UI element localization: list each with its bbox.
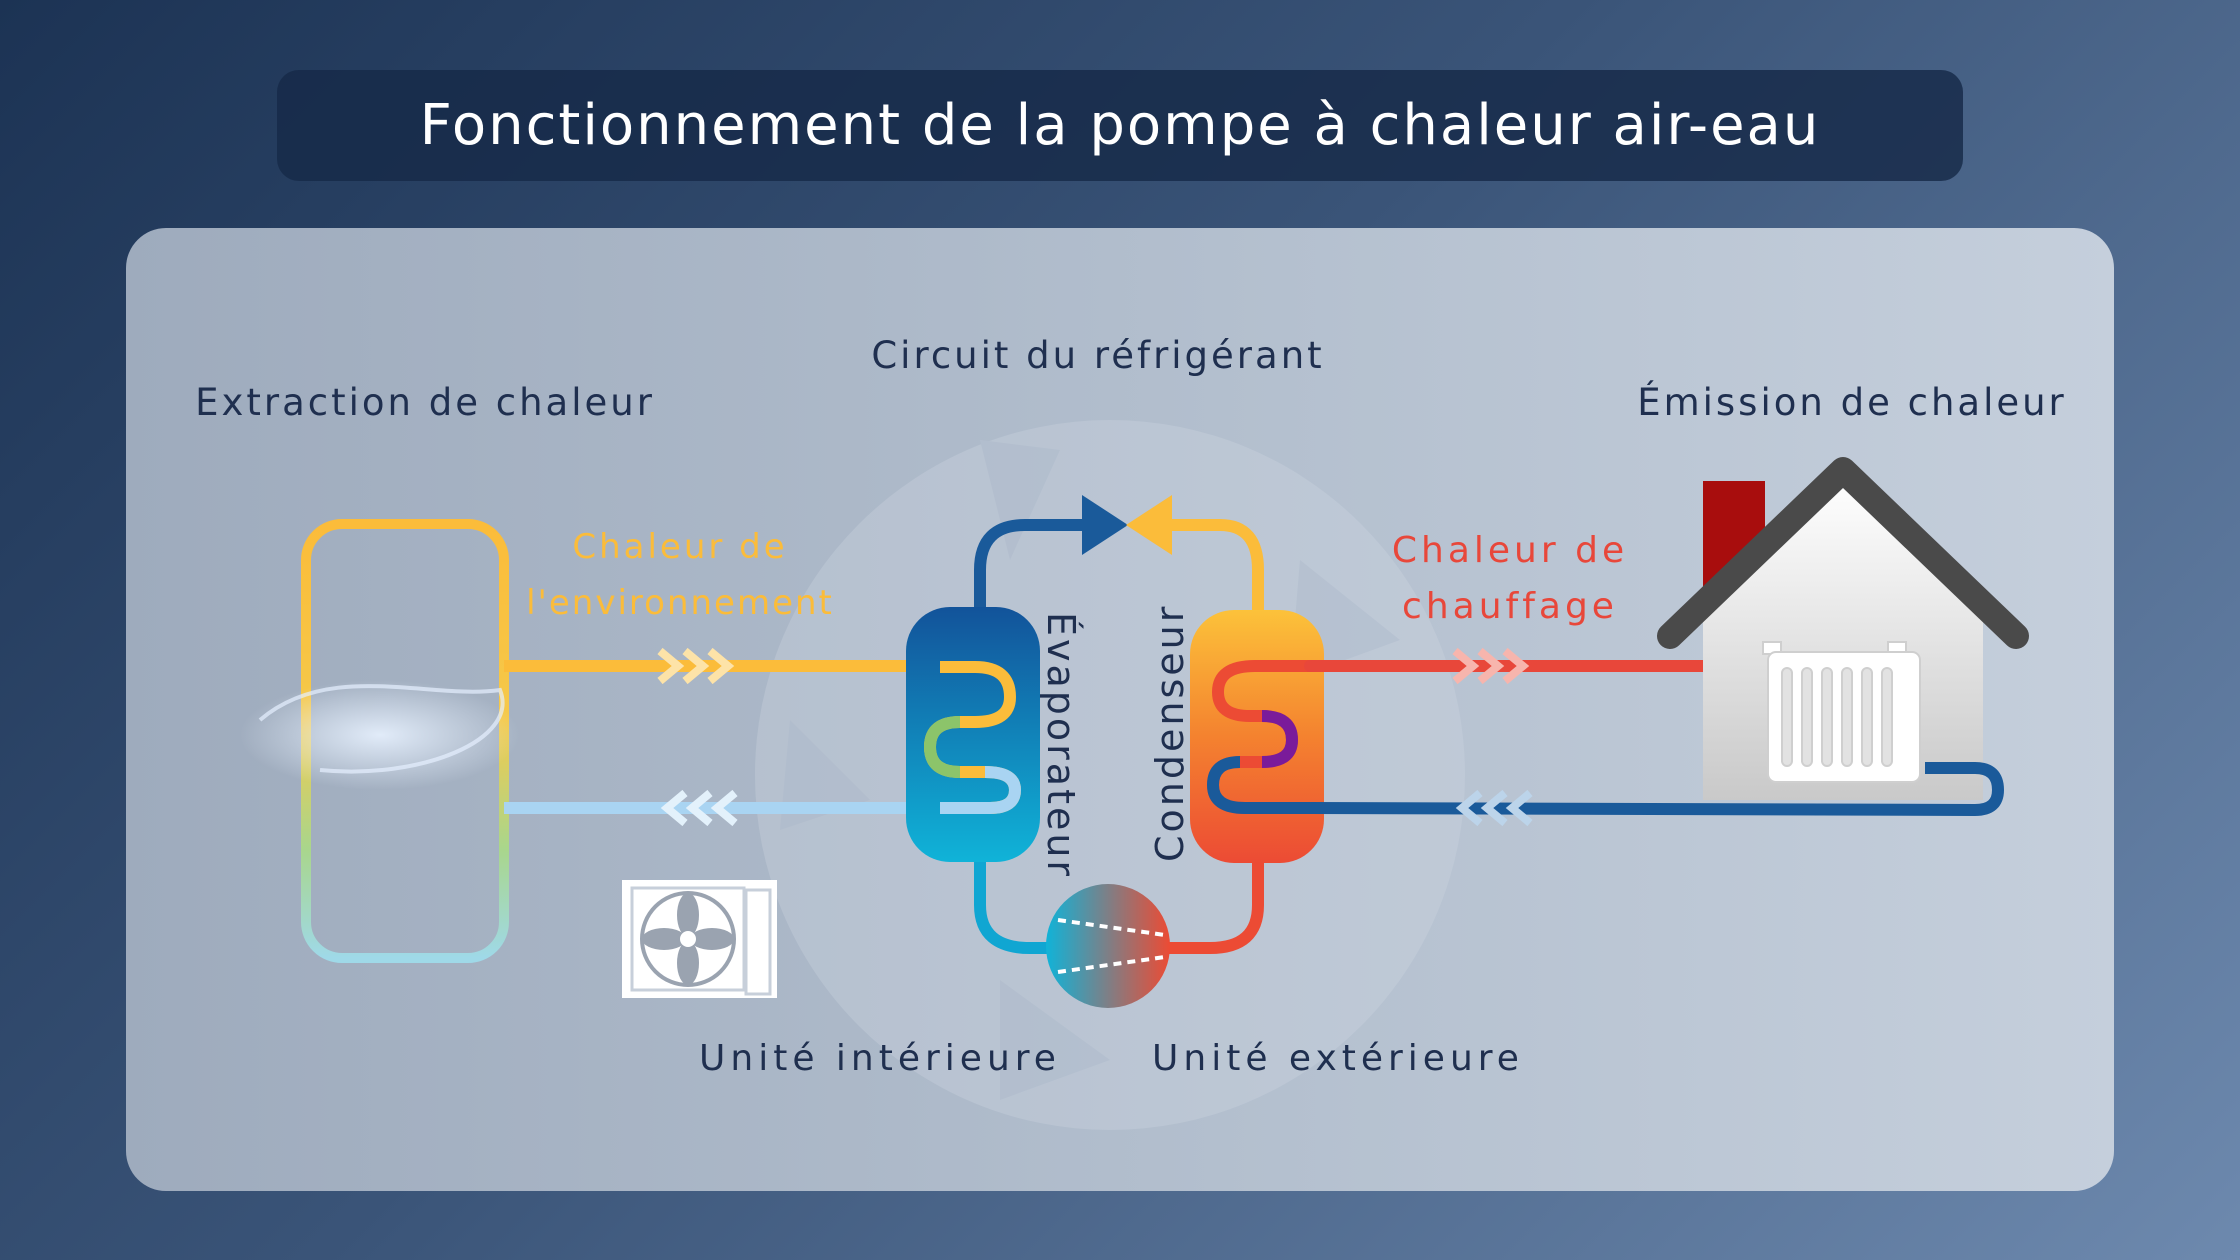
wind-swirl	[240, 680, 520, 790]
outdoor-unit-label: Unité extérieure	[1152, 1038, 1524, 1079]
refrigerant-circuit	[974, 519, 1264, 954]
page-title: Fonctionnement de la pompe à chaleur air…	[419, 93, 1821, 158]
env-heat-label-2: l'environnement	[526, 583, 834, 623]
roof	[1657, 457, 2029, 649]
compressor	[1046, 884, 1170, 1008]
environment-heat-pipe	[504, 647, 960, 685]
heating-label-2: chauffage	[1402, 586, 1618, 627]
evaporator-label: Évaporateur	[1039, 612, 1083, 879]
heating-supply-pipe	[1304, 647, 1766, 685]
fan-icon	[642, 893, 734, 985]
condenser	[1190, 610, 1324, 863]
circuit-label: Circuit du réfrigérant	[871, 334, 1324, 377]
outdoor-unit-icon	[622, 880, 777, 998]
title-bar: Fonctionnement de la pompe à chaleur air…	[277, 70, 1963, 181]
cold-return-pipe	[504, 789, 960, 827]
radiator-icon	[1762, 641, 1921, 783]
extraction-label: Extraction de chaleur	[195, 381, 655, 424]
emission-label: Émission de chaleur	[1637, 380, 2067, 424]
indoor-unit-label: Unité intérieure	[699, 1038, 1061, 1079]
env-heat-label-1: Chaleur de	[572, 527, 787, 567]
air-loop	[240, 519, 520, 963]
evaporator	[906, 607, 1040, 862]
heating-label-1: Chaleur de	[1392, 530, 1628, 571]
condenser-label: Condenseur	[1148, 604, 1192, 862]
heating-return-pipe	[1309, 762, 2005, 827]
expansion-valve	[1082, 495, 1172, 555]
